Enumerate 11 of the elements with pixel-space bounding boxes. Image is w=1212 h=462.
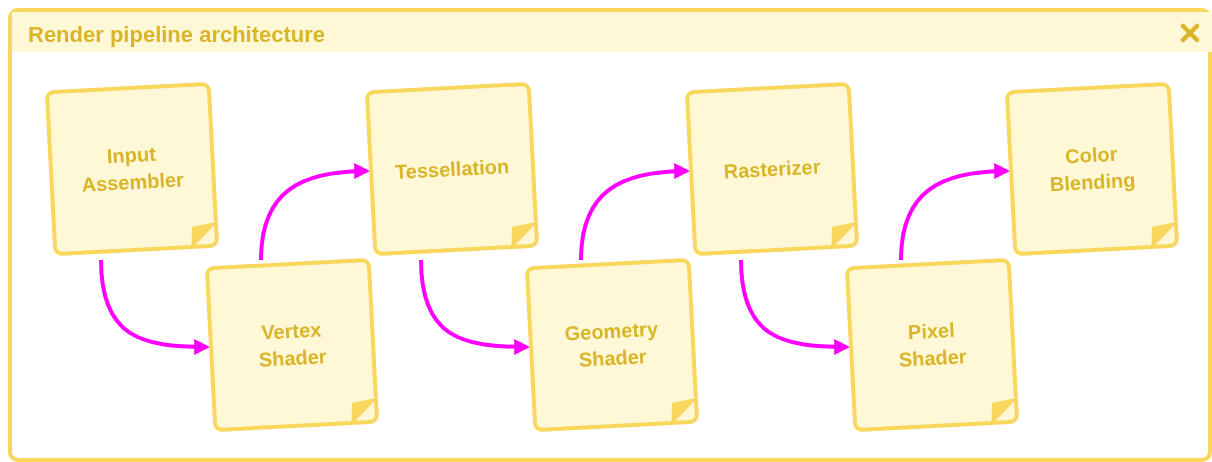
- note-text: Pixel Shader: [897, 317, 969, 373]
- note-text: Tessellation: [393, 153, 511, 185]
- note-text: Input Assembler: [80, 141, 186, 198]
- note-text: Vertex Shader: [257, 317, 329, 373]
- curved-arrow: [739, 259, 851, 355]
- note-text: Geometry Shader: [563, 316, 660, 373]
- window-title: Render pipeline architecture: [28, 21, 326, 49]
- note-text: Color Blending: [1048, 141, 1137, 198]
- curved-arrow: [99, 259, 211, 355]
- curved-arrow: [419, 259, 531, 355]
- note-text: Rasterizer: [722, 154, 822, 184]
